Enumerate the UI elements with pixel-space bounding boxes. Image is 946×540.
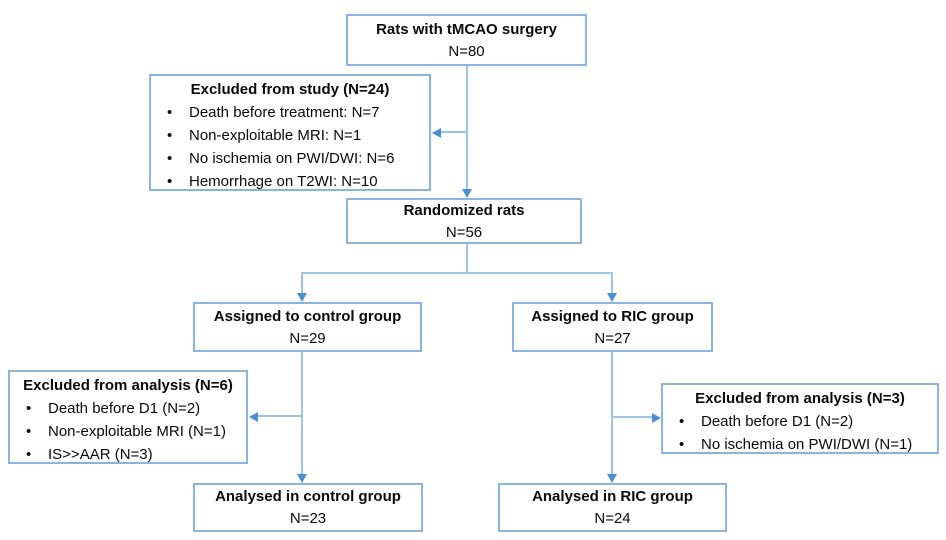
box-excluded-study: Excluded from study (N=24) Death before … (149, 74, 431, 193)
connector-surgery-to-randomized (466, 66, 468, 190)
connector-branch-excluded-control (258, 415, 303, 417)
list-item: IS>>AAR (N=3) (24, 443, 246, 466)
box-excluded-study-title: Excluded from study (N=24) (190, 81, 390, 98)
arrowhead-into-analysed-control-icon (297, 474, 307, 483)
connector-branch-excluded-ric (612, 416, 653, 418)
box-analysed-control-count: N=23 (289, 510, 327, 527)
arrowhead-into-assigned-ric-icon (607, 293, 617, 302)
box-analysed-ric-title: Analysed in RIC group (532, 488, 693, 505)
list-item: Death before treatment: N=7 (165, 101, 429, 124)
box-assigned-control: Assigned to control group N=29 (193, 302, 422, 352)
list-item-text: No ischemia on PWI/DWI (N=1) (701, 436, 913, 453)
arrowhead-into-analysed-ric-icon (607, 474, 617, 483)
arrowhead-into-excluded-study-icon (432, 128, 441, 138)
connector-to-assigned-control (301, 272, 303, 294)
list-item: No ischemia on PWI/DWI (N=1) (677, 433, 937, 456)
box-analysed-ric: Analysed in RIC group N=24 (498, 483, 727, 532)
list-item-text: Non-exploitable MRI (N=1) (48, 423, 226, 440)
box-randomized: Randomized rats N=56 (346, 198, 582, 244)
box-excluded-ric-title: Excluded from analysis (N=3) (695, 390, 905, 407)
list-item: No ischemia on PWI/DWI: N=6 (165, 147, 429, 170)
list-item: Death before D1 (N=2) (24, 397, 246, 420)
list-item-text: Death before D1 (N=2) (48, 400, 201, 417)
connector-branch-excluded-study (441, 131, 468, 133)
list-item-text: No ischemia on PWI/DWI: N=6 (189, 150, 395, 167)
list-item: Non-exploitable MRI: N=1 (165, 124, 429, 147)
connector-split-horizontal (301, 272, 613, 274)
box-assigned-ric-title: Assigned to RIC group (531, 307, 694, 325)
box-randomized-count: N=56 (445, 223, 483, 241)
arrowhead-into-randomized-icon (462, 189, 472, 198)
excluded-ric-list: Death before D1 (N=2) No ischemia on PWI… (663, 410, 937, 456)
arrowhead-into-assigned-control-icon (297, 293, 307, 302)
box-assigned-control-count: N=29 (289, 329, 326, 347)
list-item-text: Death before D1 (N=2) (701, 413, 854, 430)
box-analysed-control: Analysed in control group N=23 (193, 483, 423, 532)
list-item: Death before D1 (N=2) (677, 410, 937, 433)
arrowhead-into-excluded-control-icon (249, 412, 258, 422)
connector-control-to-analysed (301, 352, 303, 475)
box-randomized-title: Randomized rats (403, 201, 525, 219)
box-assigned-ric: Assigned to RIC group N=27 (512, 302, 713, 352)
connector-randomized-down (466, 244, 468, 273)
list-item-text: Non-exploitable MRI: N=1 (189, 127, 362, 144)
box-excluded-control: Excluded from analysis (N=6) Death befor… (8, 370, 248, 466)
box-analysed-ric-count: N=24 (594, 510, 631, 527)
box-excluded-ric: Excluded from analysis (N=3) Death befor… (661, 383, 939, 456)
box-assigned-ric-count: N=27 (594, 329, 631, 347)
box-surgery: Rats with tMCAO surgery N=80 (346, 14, 587, 66)
list-item: Non-exploitable MRI (N=1) (24, 420, 246, 443)
list-item-text: Death before treatment: N=7 (189, 104, 380, 121)
list-item: Hemorrhage on T2WI: N=10 (165, 170, 429, 193)
list-item-text: Hemorrhage on T2WI: N=10 (189, 173, 378, 190)
box-surgery-count: N=80 (448, 42, 485, 60)
box-surgery-title: Rats with tMCAO surgery (376, 20, 557, 38)
box-analysed-control-title: Analysed in control group (215, 488, 401, 505)
arrowhead-into-excluded-ric-icon (652, 413, 661, 423)
list-item-text: IS>>AAR (N=3) (48, 446, 153, 463)
excluded-study-list: Death before treatment: N=7 Non-exploita… (151, 101, 429, 193)
excluded-control-list: Death before D1 (N=2) Non-exploitable MR… (10, 397, 246, 466)
connector-to-assigned-ric (611, 272, 613, 294)
connector-ric-to-analysed (611, 352, 613, 475)
box-assigned-control-title: Assigned to control group (213, 307, 402, 325)
box-excluded-control-title: Excluded from analysis (N=6) (23, 377, 233, 394)
